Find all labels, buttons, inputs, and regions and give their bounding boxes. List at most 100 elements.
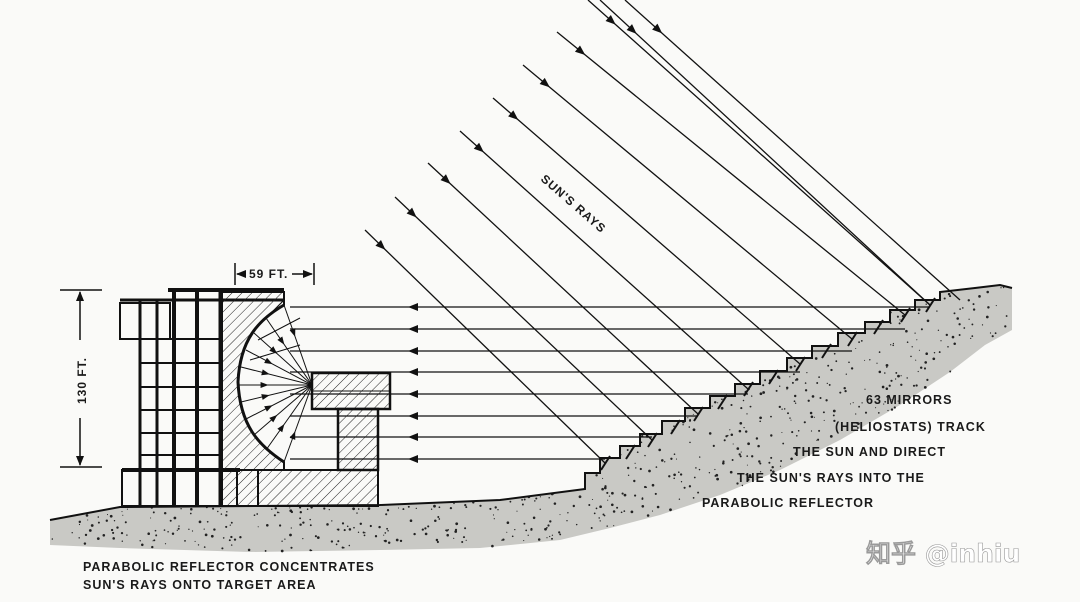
mirrors-caption-line-3: THE SUN AND DIRECT	[793, 445, 946, 459]
focused-ray	[249, 344, 301, 361]
stipple-dot	[225, 525, 228, 528]
stipple-dot	[78, 523, 81, 526]
stipple-dot	[607, 499, 609, 501]
stipple-dot	[221, 547, 224, 550]
stipple-dot	[698, 468, 701, 471]
stipple-dot	[779, 465, 782, 467]
stipple-dot	[958, 334, 961, 336]
stipple-dot	[198, 520, 202, 524]
stipple-dot	[790, 457, 793, 461]
focused-ray-arrow	[277, 423, 285, 433]
stipple-dot	[910, 355, 912, 358]
stipple-dot	[695, 467, 697, 469]
stipple-dot	[96, 537, 100, 540]
stipple-dot	[462, 536, 466, 539]
horizontal-ray-arrow	[408, 368, 418, 376]
stipple-dot	[757, 444, 760, 448]
target-tower	[310, 371, 392, 472]
horizontal-ray-arrow	[408, 412, 418, 420]
stipple-dot	[228, 539, 231, 542]
stipple-dot	[78, 520, 82, 524]
stipple-dot	[971, 335, 974, 337]
mirrors-caption-line-2: (HELIOSTATS) TRACK	[835, 420, 986, 434]
stipple-dot	[770, 456, 773, 459]
stipple-dot	[558, 531, 561, 534]
stipple-dot	[940, 340, 942, 342]
stipple-dot	[374, 535, 378, 538]
stipple-dot	[335, 543, 338, 546]
stipple-dot	[493, 518, 495, 520]
stipple-dot	[680, 481, 683, 483]
stipple-dot	[599, 520, 601, 522]
stipple-dot	[502, 538, 505, 541]
stipple-dot	[424, 532, 428, 536]
stipple-dot	[110, 528, 114, 532]
stipple-dot	[437, 516, 440, 518]
stipple-dot	[445, 529, 449, 532]
stipple-dot	[523, 522, 526, 525]
stipple-dot	[139, 540, 141, 542]
stipple-dot	[781, 431, 783, 434]
stipple-dot	[884, 372, 886, 374]
stipple-dot	[454, 530, 458, 533]
stipple-dot	[958, 323, 961, 326]
stipple-dot	[1002, 286, 1005, 289]
stipple-dot	[956, 317, 959, 320]
stipple-dot	[947, 292, 951, 296]
stipple-dot	[730, 433, 734, 436]
stipple-dot	[795, 378, 799, 381]
stipple-dot	[746, 413, 748, 415]
stipple-dot	[786, 389, 788, 391]
stipple-dot	[748, 474, 752, 477]
stipple-dot	[876, 362, 878, 364]
stipple-dot	[888, 384, 891, 387]
stipple-dot	[284, 538, 286, 540]
stipple-dot	[256, 513, 259, 515]
stipple-dot	[932, 357, 936, 361]
stipple-dot	[669, 508, 672, 512]
stipple-dot	[791, 431, 794, 434]
stipple-dot	[461, 540, 464, 544]
stipple-dot	[759, 416, 762, 420]
stipple-dot	[413, 532, 416, 536]
stipple-dot	[1000, 287, 1002, 289]
stipple-dot	[891, 399, 893, 401]
stipple-dot	[740, 407, 743, 410]
stipple-dot	[810, 430, 813, 432]
stipple-dot	[776, 375, 780, 379]
horizontal-ray-arrow	[408, 325, 418, 333]
stipple-dot	[362, 531, 365, 534]
stipple-dot	[722, 460, 725, 463]
stipple-dot	[546, 537, 548, 539]
stipple-dot	[363, 534, 366, 537]
stipple-dot	[204, 533, 208, 537]
stipple-dot	[438, 506, 441, 509]
stipple-dot	[793, 394, 797, 398]
stipple-dot	[730, 403, 733, 407]
stipple-dot	[740, 451, 742, 453]
stipple-dot	[825, 399, 828, 402]
stipple-dot	[106, 514, 109, 516]
stipple-dot	[532, 516, 536, 520]
stipple-dot	[738, 453, 741, 456]
stipple-dot	[816, 439, 818, 441]
stipple-dot	[875, 407, 877, 409]
stipple-dot	[124, 521, 127, 524]
stipple-dot	[509, 500, 512, 503]
stipple-dot	[641, 504, 645, 508]
stipple-dot	[987, 306, 990, 309]
stipple-dot	[539, 496, 542, 498]
stipple-dot	[759, 462, 762, 465]
sun-ray	[459, 130, 749, 390]
stipple-dot	[679, 473, 683, 476]
stipple-dot	[290, 510, 294, 514]
stipple-dot	[152, 540, 154, 542]
stipple-dot	[835, 360, 838, 363]
focused-ray	[253, 384, 313, 436]
stipple-dot	[220, 508, 222, 510]
stipple-dot	[779, 385, 781, 387]
stipple-dot	[739, 478, 742, 480]
stipple-dot	[167, 531, 169, 533]
stipple-dot	[878, 370, 882, 374]
